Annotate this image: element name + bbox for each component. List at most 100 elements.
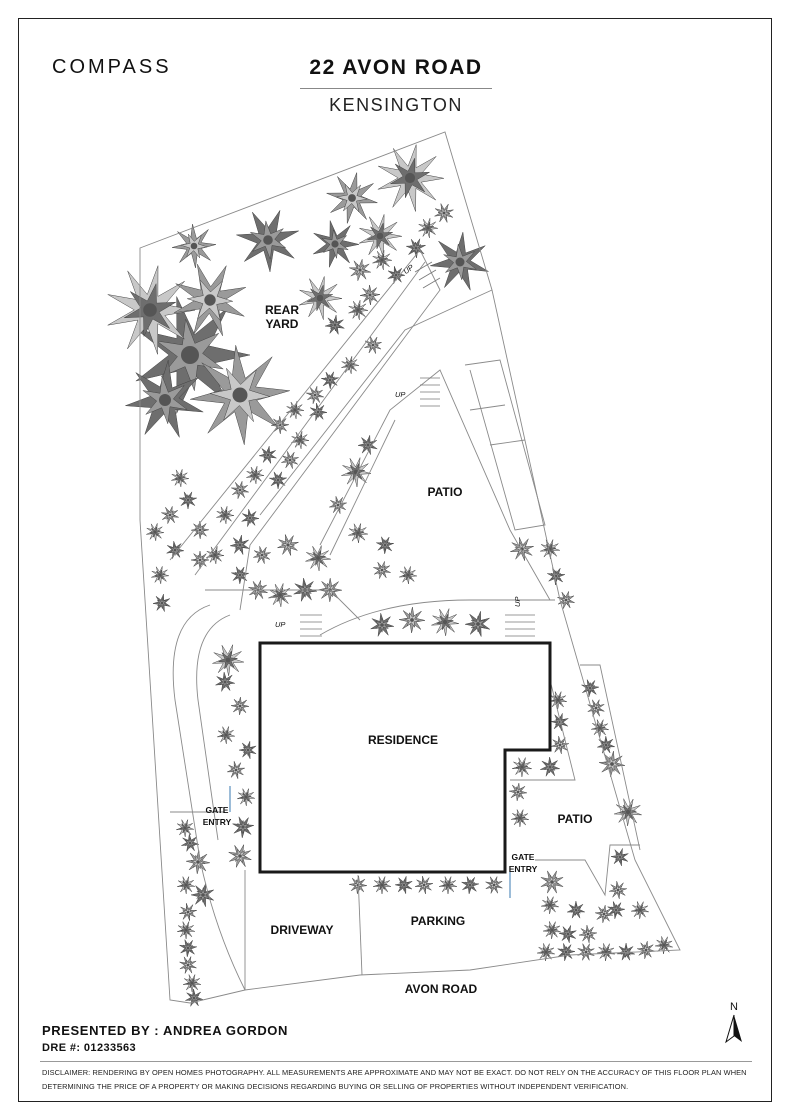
- plant-icon: [229, 535, 250, 555]
- plant-icon: [557, 591, 575, 609]
- rear-yard-label-2: YARD: [266, 317, 299, 331]
- plant-icon: [607, 901, 626, 919]
- plant-icon: [286, 401, 305, 419]
- plant-icon: [541, 896, 559, 915]
- plant-icon: [179, 903, 197, 921]
- rear-walkway-inner: [194, 261, 426, 576]
- rear-walkway-outer: [169, 249, 441, 611]
- plant-icon: [464, 611, 491, 637]
- plant-icon: [216, 506, 235, 524]
- plant-icon: [258, 446, 277, 464]
- plant-icon: [557, 943, 576, 961]
- plant-icon: [610, 848, 629, 866]
- plant-icon: [595, 905, 613, 923]
- plant-icon: [281, 451, 299, 469]
- plant-icon: [373, 561, 391, 579]
- plant-icon: [540, 870, 564, 894]
- north-arrow-icon: N: [725, 1001, 742, 1044]
- plant-icon: [231, 566, 249, 585]
- plant-icon: [329, 496, 347, 514]
- north-label: N: [730, 1001, 738, 1013]
- plant-icon: [372, 250, 393, 270]
- plant-icon: [309, 403, 328, 421]
- plant-icon: [579, 925, 597, 943]
- residence-outline: [258, 641, 552, 874]
- plant-icon: [434, 203, 454, 223]
- plant-icon: [543, 921, 561, 940]
- up-label-side: UP: [513, 597, 522, 607]
- plant-icon: [190, 883, 214, 907]
- plant-icon: [376, 536, 394, 555]
- side-path: [464, 359, 546, 531]
- plant-icon: [508, 782, 528, 802]
- gate-left-label-1: GATE: [206, 805, 229, 815]
- plant-icon: [227, 761, 245, 779]
- plant-icon: [179, 956, 197, 974]
- plant-icon: [230, 696, 250, 716]
- plant-icon: [246, 466, 265, 484]
- plant-icon: [326, 172, 378, 224]
- plant-icon: [609, 881, 627, 899]
- plant-icon: [321, 371, 339, 390]
- plant-icon: [418, 218, 439, 238]
- plant-icon: [313, 220, 360, 268]
- street-label: AVON ROAD: [405, 982, 478, 996]
- plant-icon: [171, 469, 190, 488]
- plant-icon: [190, 520, 210, 540]
- plant-icon: [152, 594, 171, 612]
- entry-wall: [205, 589, 361, 621]
- plant-icon: [185, 988, 203, 1007]
- residence-label: RESIDENCE: [368, 733, 438, 747]
- plant-icon: [341, 356, 360, 374]
- plant-icon: [125, 360, 204, 438]
- gate-left-label-2: ENTRY: [203, 817, 232, 827]
- up-label-entry: UP: [275, 620, 285, 629]
- title-divider: [300, 88, 492, 89]
- parking-label: PARKING: [411, 914, 465, 928]
- front-walk-curve-inner: [196, 614, 231, 841]
- plant-icon: [181, 833, 199, 852]
- plant-icon: [364, 336, 382, 354]
- plant-icon: [299, 276, 343, 320]
- driveway-right: [357, 874, 363, 976]
- plant-icon: [348, 300, 369, 320]
- plant-icon: [377, 144, 445, 212]
- plant-icon: [190, 550, 210, 570]
- plant-icon: [146, 523, 165, 542]
- plant-icon: [253, 546, 271, 564]
- plant-icon: [268, 583, 292, 608]
- plant-icon: [359, 214, 403, 258]
- plant-icon: [228, 844, 252, 868]
- plant-icon: [217, 726, 235, 745]
- plant-icon: [238, 741, 257, 759]
- plant-icon: [179, 939, 197, 958]
- plant-icon: [373, 876, 391, 895]
- plant-icon: [617, 942, 635, 961]
- plant-icon: [547, 567, 565, 586]
- plant-icon: [359, 284, 381, 306]
- plant-icon: [431, 608, 459, 637]
- up-label-rear: UP: [402, 263, 416, 276]
- plant-icon: [176, 819, 194, 838]
- plant-icon: [291, 431, 310, 449]
- plant-icon: [461, 876, 479, 895]
- plant-icon: [269, 471, 287, 490]
- plant-icon: [540, 756, 560, 777]
- plant-icon: [551, 736, 569, 754]
- plant-icon: [107, 265, 196, 355]
- plant-icon: [305, 545, 331, 572]
- plant-icon: [174, 264, 246, 336]
- plant-icon: [631, 901, 649, 920]
- side-step-divider-2: [489, 439, 526, 446]
- right-strip: [580, 664, 641, 851]
- driveway-label: DRIVEWAY: [271, 923, 334, 937]
- plant-icon: [510, 537, 534, 561]
- plant-icon: [177, 921, 195, 940]
- plant-icon: [512, 757, 532, 778]
- plant-icon: [558, 925, 577, 943]
- plant-icon: [172, 224, 216, 268]
- plant-icon: [387, 266, 406, 284]
- plant-icon: [511, 809, 529, 828]
- right-patio-line: [510, 679, 576, 781]
